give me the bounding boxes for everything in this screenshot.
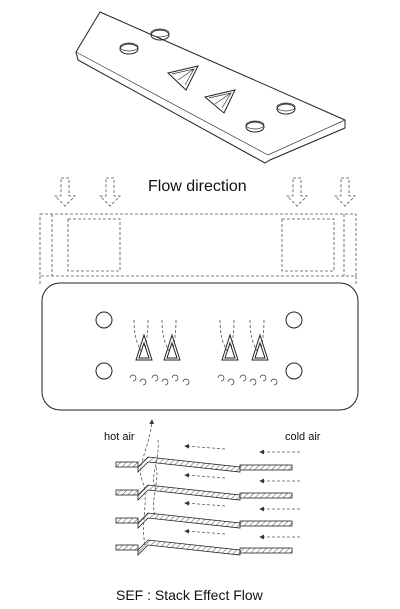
cold-air-label: cold air <box>285 431 321 443</box>
dashed-panel <box>39 213 357 286</box>
swirl-icon <box>129 374 278 386</box>
down-arrow-icon <box>54 177 356 207</box>
cold-air-arrow-icon <box>184 443 300 540</box>
caption: SEF : Stack Effect Flow <box>116 587 264 603</box>
isometric-plate <box>75 11 346 164</box>
plate-hole-icon <box>119 28 296 133</box>
hot-air-label: hot air <box>104 431 135 443</box>
plate-vent-icon <box>166 65 236 114</box>
top-view-panel <box>41 282 359 411</box>
triangle-vent-icon <box>133 319 269 361</box>
hot-air-arrow-icon <box>140 419 159 546</box>
flow-direction-label: Flow direction <box>148 178 247 195</box>
stack-cross-section <box>115 456 293 556</box>
hole-icon <box>95 311 303 380</box>
